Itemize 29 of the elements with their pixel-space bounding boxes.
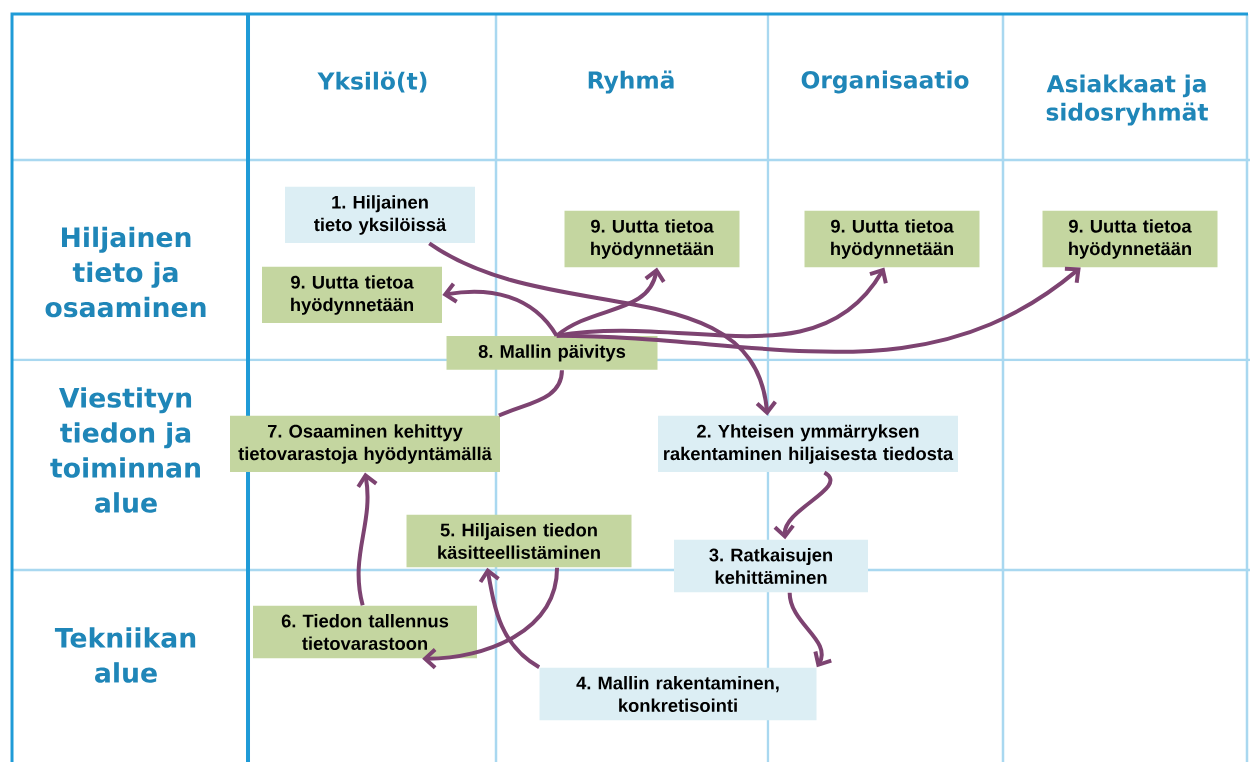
- step-box: 8. Mallin päivitys: [446, 336, 658, 370]
- arrow: [556, 266, 1081, 354]
- column-header: Asiakkaat ja sidosryhmät: [1046, 74, 1208, 126]
- arrow: [356, 472, 378, 606]
- column-header: Organisaatio: [801, 70, 969, 94]
- step-box: 3. Ratkaisujen kehittäminen: [674, 539, 868, 593]
- step-box: 6. Tiedon tallennus tietovarastoon: [253, 605, 477, 659]
- row-header: Hiljainen tieto ja osaaminen: [45, 226, 206, 318]
- arrow: [787, 592, 832, 668]
- step-box: 7. Osaaminen kehittyy tietovarastoja hyödyntämällä: [230, 415, 500, 473]
- arrow: [556, 267, 888, 339]
- arrow: [422, 567, 560, 670]
- step-box: 2. Yhteisen ymmärryksen rakentaminen hiljaisesta tiedosta: [658, 415, 958, 473]
- column-header: Ryhmä: [588, 70, 674, 94]
- arrow: [428, 241, 777, 416]
- step-box: 4. Mallin rakentaminen, konkretisointi: [539, 667, 817, 721]
- arrow: [773, 470, 833, 540]
- row-header: Viestityn tiedon ja toiminnan alue: [50, 387, 200, 513]
- step-box: 1. Hiljainen tieto yksilöissä: [285, 186, 475, 244]
- arrow: [442, 282, 559, 337]
- step-box: 9. Uutta tietoa hyödynnetään: [1042, 210, 1218, 268]
- arrow: [555, 267, 666, 338]
- step-box: 5. Hiljaisen tiedon käsitteellistäminen: [406, 514, 632, 568]
- step-box: 9. Uutta tietoa hyödynnetään: [564, 210, 740, 268]
- column-header: Yksilö(t): [317, 71, 427, 93]
- arrow: [478, 567, 541, 670]
- step-box: 9. Uutta tietoa hyödynnetään: [262, 266, 442, 324]
- step-box: 9. Uutta tietoa hyödynnetään: [804, 210, 980, 268]
- row-header: Tekniikan alue: [54, 627, 196, 683]
